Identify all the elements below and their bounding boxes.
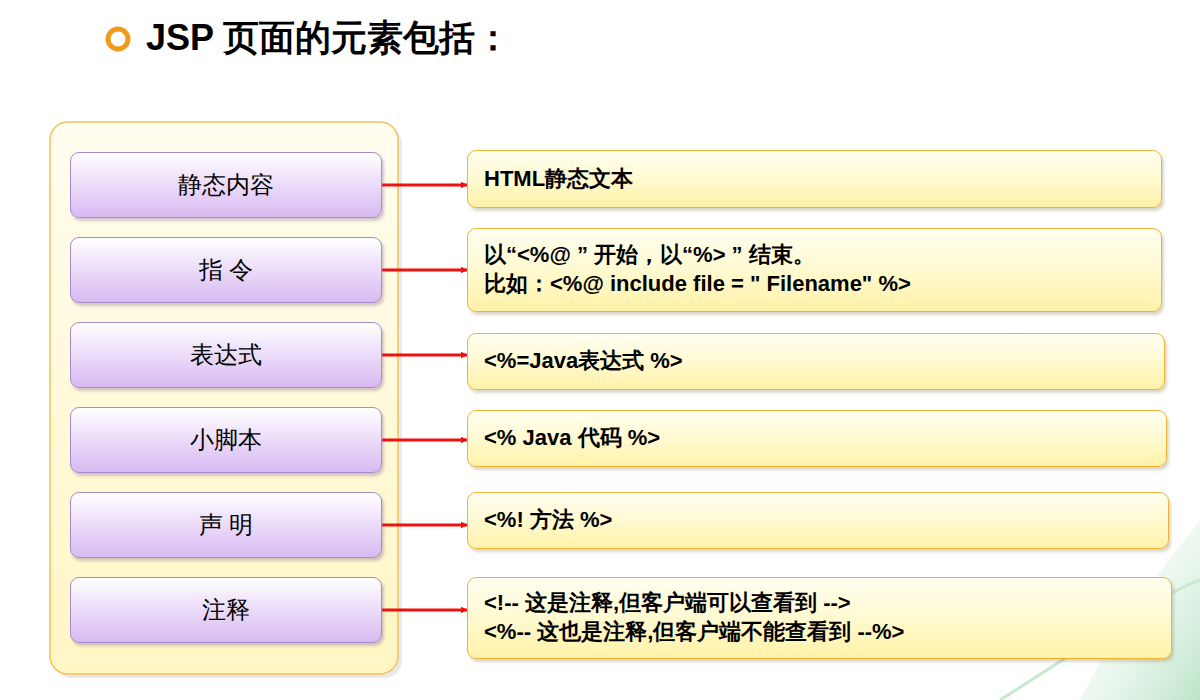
element-name: 指 令 <box>199 254 254 286</box>
title-bullet <box>108 29 128 49</box>
arrow-connector <box>382 439 467 442</box>
syntax-text: 比如：<%@ include file = " Filename" %> <box>484 270 911 299</box>
arrow-connector <box>382 524 467 527</box>
element-box: 小脚本 <box>70 407 382 473</box>
syntax-box: 以“<%@ ” 开始，以“%> ” 结束。比如：<%@ include file… <box>467 228 1162 312</box>
element-box: 指 令 <box>70 237 382 303</box>
element-box: 声 明 <box>70 492 382 558</box>
arrow-connector <box>382 354 467 357</box>
element-name: 静态内容 <box>178 169 274 201</box>
syntax-text: 以“<%@ ” 开始，以“%> ” 结束。 <box>484 241 815 270</box>
syntax-text: <% Java 代码 %> <box>484 424 660 453</box>
arrow-connector <box>382 269 467 272</box>
element-box: 注释 <box>70 577 382 643</box>
element-name: 表达式 <box>190 339 262 371</box>
syntax-box: <%=Java表达式 %> <box>467 333 1165 390</box>
element-box: 表达式 <box>70 322 382 388</box>
element-box: 静态内容 <box>70 152 382 218</box>
syntax-text: <%! 方法 %> <box>484 506 612 535</box>
syntax-box: <% Java 代码 %> <box>467 410 1167 467</box>
syntax-text: HTML静态文本 <box>484 165 633 194</box>
arrow-connector <box>382 184 467 187</box>
left-panel <box>50 122 398 674</box>
syntax-box: HTML静态文本 <box>467 150 1162 208</box>
syntax-text: <%=Java表达式 %> <box>484 347 683 376</box>
syntax-text: <!-- 这是注释,但客户端可以查看到 --> <box>484 589 851 618</box>
syntax-text: <%-- 这也是注释,但客户端不能查看到 --%> <box>484 618 904 647</box>
element-name: 注释 <box>202 594 250 626</box>
element-name: 小脚本 <box>190 424 262 456</box>
page-title: JSP 页面的元素包括： <box>146 14 511 63</box>
syntax-box: <%! 方法 %> <box>467 492 1169 549</box>
arrow-connector <box>382 609 467 612</box>
element-name: 声 明 <box>199 509 254 541</box>
syntax-box: <!-- 这是注释,但客户端可以查看到 --><%-- 这也是注释,但客户端不能… <box>467 577 1172 659</box>
